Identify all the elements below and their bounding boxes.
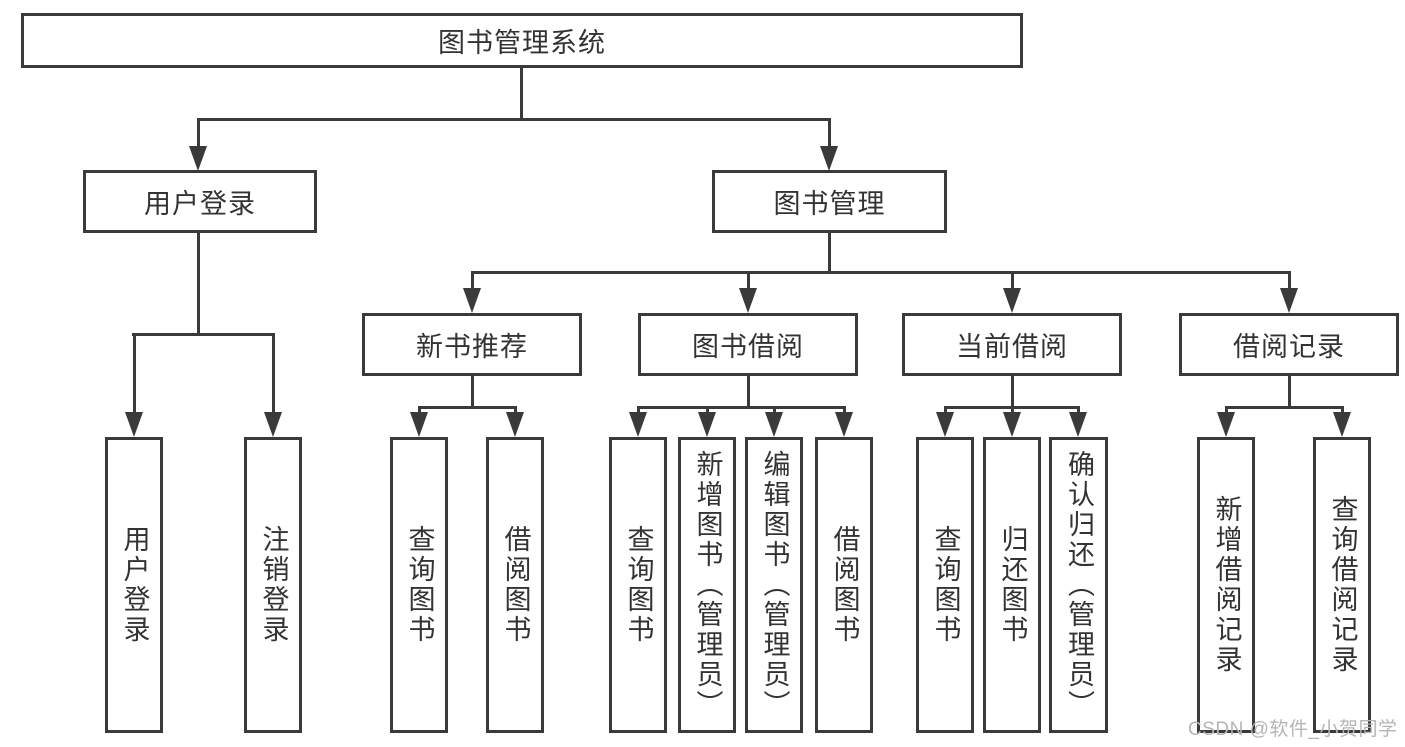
connector-line	[773, 406, 776, 416]
leaf-borrow-books-borrowing: 借阅图书	[815, 437, 873, 733]
node-label: 借阅图书	[829, 525, 860, 645]
connector-line	[1011, 406, 1014, 416]
node-label: 图书借阅	[692, 332, 804, 362]
connector-line	[1288, 271, 1291, 291]
arrow-down	[1333, 412, 1351, 437]
arrow-down	[835, 412, 853, 437]
node-label: 查询借阅记录	[1327, 495, 1358, 675]
connector-line	[1225, 406, 1343, 409]
arrow-down	[125, 412, 143, 437]
arrow-down	[189, 146, 207, 171]
connector-line	[747, 376, 750, 406]
node-label: 注销登录	[258, 525, 289, 645]
node-new-book-recommend: 新书推荐	[362, 313, 582, 376]
node-label: 图书管理系统	[438, 28, 606, 58]
connector-line	[471, 271, 474, 291]
connector-line	[1011, 271, 1014, 291]
connector-line	[828, 233, 831, 271]
arrow-down	[739, 288, 757, 313]
leaf-user-login: 用户登录	[105, 437, 163, 733]
connector-line	[471, 376, 474, 406]
leaf-query-books-recommend: 查询图书	[390, 437, 448, 733]
node-library-management-system: 图书管理系统	[21, 13, 1023, 68]
csdn-watermark: CSDN @软件_小贺同学	[1188, 719, 1398, 740]
leaf-edit-book-admin: 编辑图书（管理员）	[745, 437, 803, 733]
leaf-borrow-books-recommend: 借阅图书	[486, 437, 544, 733]
leaf-query-books-borrowing: 查询图书	[609, 437, 667, 733]
node-book-borrowing: 图书借阅	[638, 313, 858, 376]
connector-line	[197, 233, 200, 333]
arrow-down	[1003, 288, 1021, 313]
connector-line	[637, 406, 845, 409]
leaf-logout: 注销登录	[244, 437, 302, 733]
arrow-down	[629, 412, 647, 437]
node-label: 借阅记录	[1233, 332, 1345, 362]
node-label: 当前借阅	[956, 332, 1068, 362]
connector-line	[520, 68, 523, 118]
connector-line	[1288, 376, 1291, 406]
connector-line	[637, 406, 640, 416]
connector-line	[1225, 406, 1228, 416]
arrow-down	[1003, 412, 1021, 437]
arrow-down	[1280, 288, 1298, 313]
connector-line	[706, 406, 709, 416]
arrow-down	[410, 412, 428, 437]
node-borrowing-records: 借阅记录	[1179, 313, 1399, 376]
connector-line	[843, 406, 846, 416]
leaf-query-books-current: 查询图书	[916, 437, 974, 733]
arrow-down	[936, 412, 954, 437]
arrow-down	[698, 412, 716, 437]
arrow-down	[1217, 412, 1235, 437]
connector-line	[471, 271, 1290, 274]
connector-line	[1077, 406, 1080, 416]
arrow-down	[264, 412, 282, 437]
connector-line	[828, 118, 831, 150]
node-label: 编辑图书（管理员）	[759, 450, 790, 720]
leaf-add-book-admin: 新增图书（管理员）	[678, 437, 736, 733]
connector-line	[132, 333, 275, 336]
arrow-down	[506, 412, 524, 437]
node-label: 图书管理	[773, 189, 886, 219]
node-label: 新增图书（管理员）	[692, 450, 723, 720]
connector-line	[944, 406, 947, 416]
connector-line	[197, 118, 200, 150]
node-label: 用户登录	[119, 525, 150, 645]
leaf-query-borrow-record: 查询借阅记录	[1313, 437, 1371, 733]
arrow-down	[765, 412, 783, 437]
arrow-down	[820, 146, 838, 171]
leaf-return-book: 归还图书	[983, 437, 1041, 733]
arrow-down	[1069, 412, 1087, 437]
node-label: 用户登录	[144, 189, 256, 219]
node-label: 新书推荐	[416, 332, 528, 362]
connector-line	[197, 118, 830, 121]
node-label: 新增借阅记录	[1211, 495, 1242, 675]
connector-line	[1011, 376, 1014, 406]
node-user-login: 用户登录	[83, 170, 317, 233]
node-label: 查询图书	[623, 525, 654, 645]
connector-line	[272, 333, 275, 415]
node-current-borrowing: 当前借阅	[902, 313, 1122, 376]
node-label: 确认归还（管理员）	[1064, 450, 1094, 720]
connector-line	[418, 406, 517, 409]
node-book-management: 图书管理	[712, 170, 947, 233]
connector-line	[747, 271, 750, 291]
node-label: 查询图书	[930, 525, 961, 645]
connector-line	[418, 406, 421, 416]
connector-line	[133, 333, 136, 415]
node-label: 查询图书	[404, 525, 435, 645]
node-label: 借阅图书	[500, 525, 531, 645]
node-label: 归还图书	[997, 525, 1028, 645]
arrow-down	[463, 288, 481, 313]
connector-line	[1341, 406, 1344, 416]
leaf-add-borrow-record: 新增借阅记录	[1197, 437, 1255, 733]
leaf-confirm-return-admin: 确认归还（管理员）	[1049, 437, 1108, 733]
connector-line	[514, 406, 517, 416]
